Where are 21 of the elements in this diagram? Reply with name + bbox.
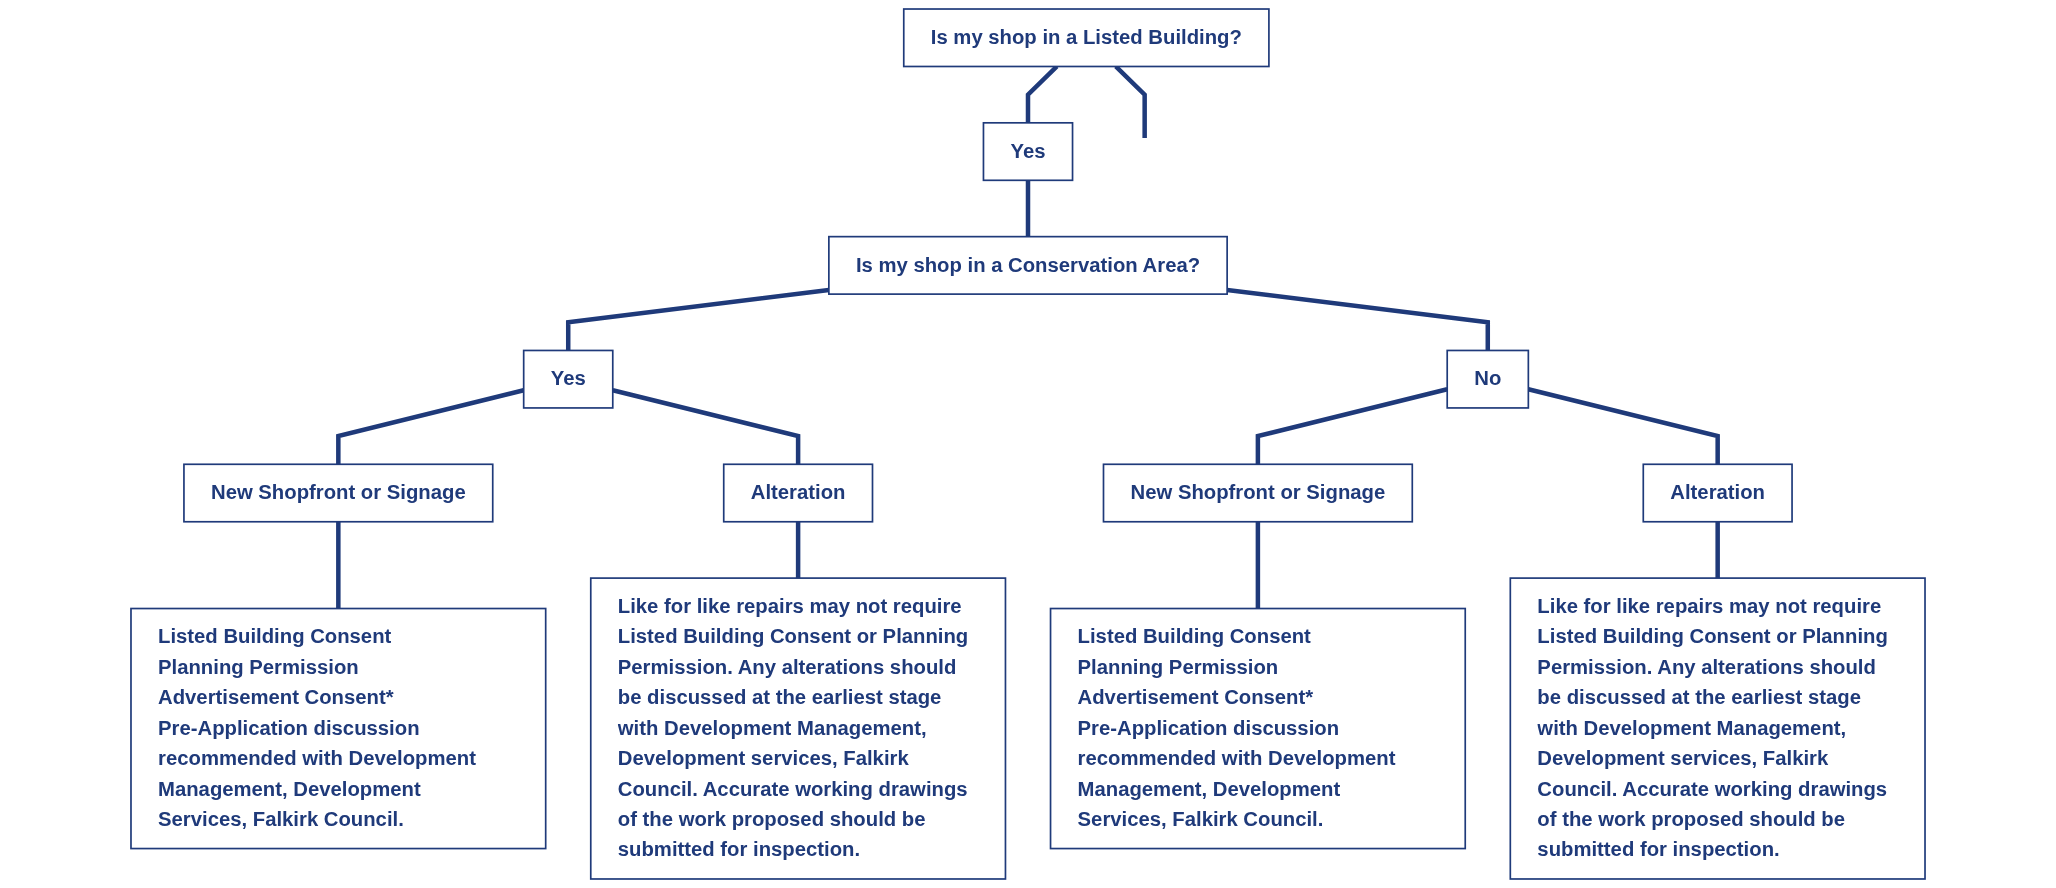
node-box: Yes: [982, 122, 1074, 182]
node-box: No: [1446, 349, 1530, 409]
connector: [795, 521, 801, 579]
node-box: Yes: [522, 349, 614, 409]
node-box: Alteration: [722, 463, 874, 523]
connector: [1255, 521, 1261, 609]
connector: [1025, 180, 1031, 237]
connector: [336, 521, 341, 609]
connector: [1715, 521, 1720, 579]
node-box: Listed Building Consent Planning Permission Advertisement Consent* Pre-Application discussion recommended with Development Management, Development Services, Falkirk Council.: [1049, 607, 1467, 850]
node-box: Is my shop in a Listed Building?: [902, 8, 1270, 68]
node-box: Like for like repairs may not require Listed Building Consent or Planning Permission. Any alterations should be discussed at the earliest stage with Development Management, Development services, Falkirk Council. Accurate working drawings of the work proposed should be submitted for inspection.: [1509, 577, 1926, 880]
connector: [612, 388, 801, 465]
node-box: New Shopfront or Signage: [1102, 463, 1414, 523]
connector: [1226, 287, 1491, 351]
node-box: Alteration: [1642, 463, 1793, 523]
node-box: Is my shop in a Conservation Area?: [828, 235, 1228, 295]
connector: [1255, 387, 1448, 465]
node-box: New Shopfront or Signage: [183, 463, 494, 523]
node-box: Listed Building Consent Planning Permission Advertisement Consent* Pre-Application discussion recommended with Development Management, Development Services, Falkirk Council.: [130, 607, 547, 850]
node-box: Like for like repairs may not require Listed Building Consent or Planning Permission. Any alterations should be discussed at the earliest stage with Development Management, Development services, Falkirk Council. Accurate working drawings of the work proposed should be submitted for inspection.: [589, 577, 1007, 880]
